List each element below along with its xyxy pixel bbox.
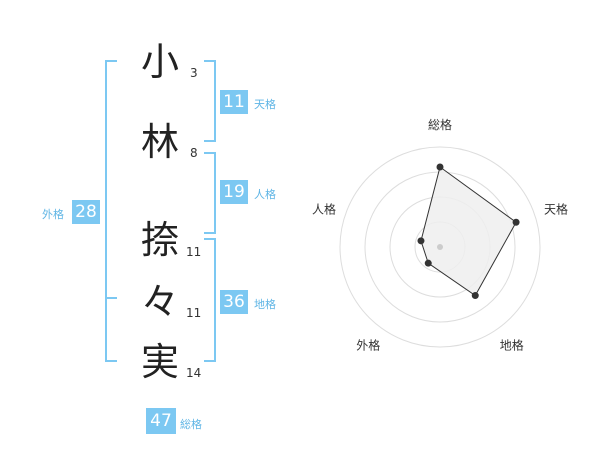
soukaku-badge: 47 — [146, 408, 176, 434]
gaikaku-bracket-top — [105, 60, 117, 299]
radar-axis-label-gaikaku: 外格 — [356, 338, 380, 353]
chikaku-badge: 36 — [220, 290, 248, 314]
name-char-2: 林 — [140, 120, 179, 164]
radar-axis-label-jinkaku: 人格 — [312, 201, 336, 216]
tenkaku-badge: 11 — [220, 90, 248, 114]
radar-point-0 — [436, 163, 444, 171]
gaikaku-label: 外格 — [42, 208, 64, 221]
name-char-3: 捺 — [140, 218, 179, 262]
radar-point-2 — [471, 292, 479, 300]
name-char-5: 実 — [140, 340, 179, 384]
stroke-count-3: 11 — [186, 245, 202, 259]
name-char-1: 小 — [140, 40, 179, 84]
tenkaku-label: 天格 — [254, 98, 276, 111]
stroke-count-1: 3 — [190, 66, 198, 80]
radar-point-4 — [417, 237, 425, 245]
radar-axis-label-tenkaku: 天格 — [544, 201, 568, 216]
radar-axis-label-chikaku: 地格 — [500, 338, 524, 353]
chikaku-label: 地格 — [254, 298, 276, 311]
stroke-count-4: 11 — [186, 306, 202, 320]
radar-axis-label-soukaku: 総格 — [428, 117, 452, 132]
name-char-4: 々 — [140, 280, 179, 324]
radar-center — [437, 244, 443, 250]
fortune-radar-chart: 総格 天格 地格 外格 人格 — [312, 117, 568, 353]
stroke-count-2: 8 — [190, 146, 198, 160]
radar-points — [417, 163, 520, 300]
soukaku-label: 総格 — [180, 418, 202, 431]
tenkaku-bracket — [204, 60, 216, 142]
gaikaku-bracket-bottom — [105, 297, 117, 362]
radar-ring-4 — [339, 146, 541, 348]
radar-area — [420, 166, 517, 297]
stroke-count-5: 14 — [186, 366, 202, 380]
radar-point-3 — [424, 259, 432, 267]
gaikaku-badge: 28 — [72, 200, 100, 224]
jinkaku-label: 人格 — [254, 188, 276, 201]
radar-point-1 — [512, 218, 520, 226]
jinkaku-badge: 19 — [220, 180, 248, 204]
jinkaku-bracket — [204, 152, 216, 234]
chikaku-bracket — [204, 238, 216, 362]
